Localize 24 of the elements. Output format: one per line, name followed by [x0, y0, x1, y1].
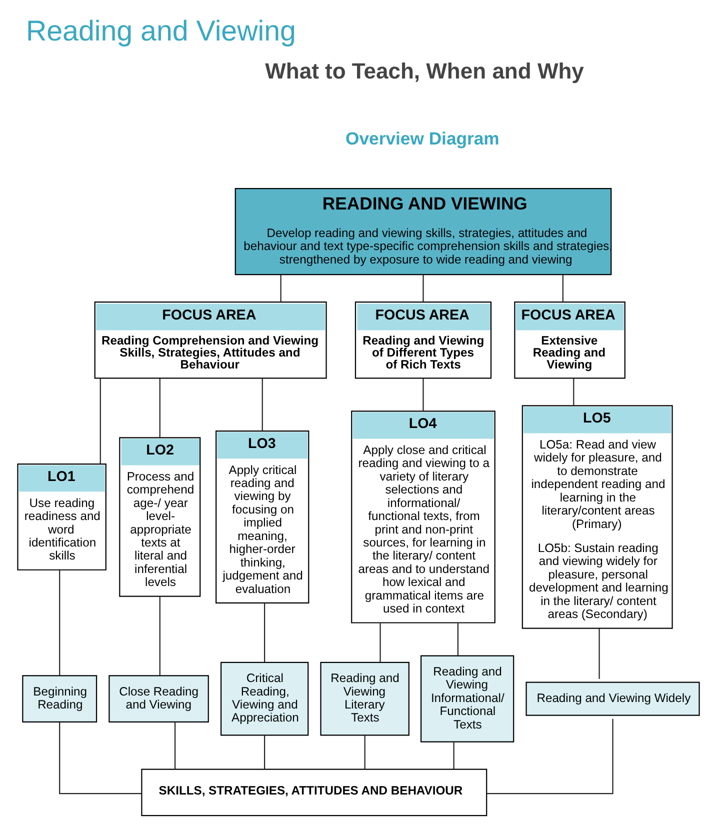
connector — [422, 274, 424, 302]
connector — [562, 274, 563, 302]
connector — [280, 274, 281, 302]
connector — [58, 722, 142, 794]
connector — [158, 596, 160, 675]
connector — [99, 378, 100, 464]
connector — [364, 734, 365, 769]
label: What to Teach, When and Why — [264, 58, 584, 83]
connector — [379, 622, 380, 662]
connector — [456, 622, 458, 656]
connector — [422, 378, 424, 410]
connector — [158, 378, 160, 438]
connector — [572, 378, 574, 406]
connector — [174, 721, 176, 769]
node-box: SKILLS, STRATEGIES, ATTITUDES AND BEHAVIOUR — [140, 768, 487, 816]
label: Overview Diagram — [345, 128, 499, 148]
connector — [486, 718, 613, 794]
connector — [264, 734, 265, 769]
connector — [452, 741, 454, 769]
connector — [58, 570, 60, 676]
connector — [598, 628, 600, 678]
diagram-title: Reading and Viewing — [25, 15, 296, 48]
connector — [261, 378, 262, 430]
connector — [264, 602, 265, 662]
